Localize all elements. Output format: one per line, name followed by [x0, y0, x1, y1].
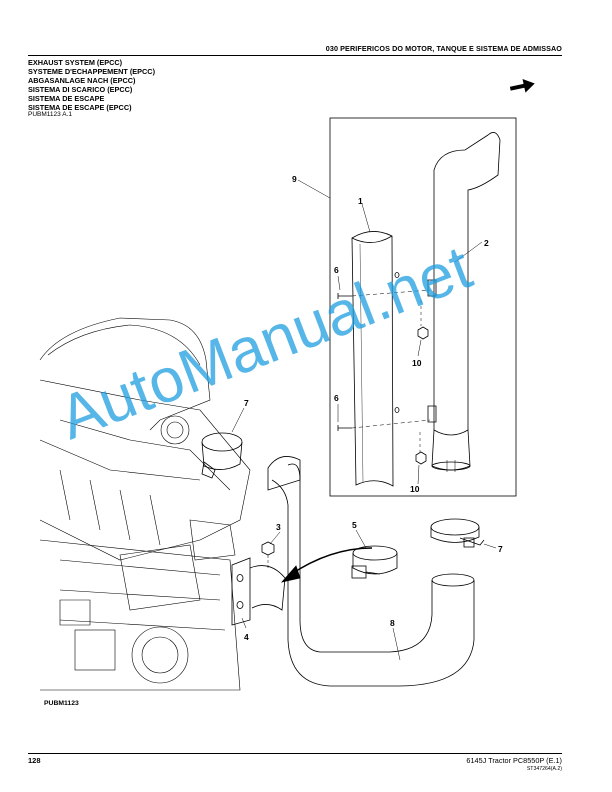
section-title: 030 PERIFERICOS DO MOTOR, TANQUE E SISTE… [325, 44, 562, 53]
clamp-upper-left [201, 432, 243, 479]
leader-lines [231, 179, 497, 661]
callout-5: 5 [352, 520, 357, 530]
title-de: ABGASANLAGE NACH (EPCC) [28, 76, 136, 85]
callout-2: 2 [484, 238, 489, 248]
callout-1: 1 [358, 196, 363, 206]
model-identifier: 6145J Tractor PC8550P (E.1) [466, 756, 562, 765]
footer-rule [28, 753, 562, 754]
heat-shield [351, 231, 400, 487]
fasteners [337, 289, 431, 465]
clamp-lower-right [430, 518, 485, 548]
clamp-5 [351, 545, 398, 579]
watermark: AutoManual.net [50, 233, 480, 453]
callout-7-lower: 7 [498, 544, 503, 554]
engine-silhouette [39, 317, 251, 691]
callout-3: 3 [276, 522, 281, 532]
page-direction-arrow-icon [510, 78, 535, 93]
bracket-assembly [231, 541, 286, 626]
document-code: ST347264(A.2) [526, 766, 562, 772]
elbow-pipe [267, 456, 475, 687]
callout-10-lower: 10 [410, 484, 420, 494]
header-rule [28, 55, 562, 56]
callout-8: 8 [390, 618, 395, 628]
title-block: EXHAUST SYSTEM (EPCC) SYSTEME D'ECHAPPEM… [28, 58, 155, 112]
callout-6-upper: 6 [334, 265, 339, 275]
kit-frame [329, 117, 517, 497]
title-pt: SISTEMA DE ESCAPE (EPCC) [28, 103, 132, 112]
figure-reference: PUBM1123 A.1 [28, 111, 72, 118]
callout-9: 9 [292, 174, 297, 184]
illustration-id: PUBM1123 [44, 700, 79, 707]
arrow-curve [289, 547, 373, 576]
callout-10-upper: 10 [412, 358, 422, 368]
exhaust-stack-pipe [427, 132, 501, 472]
title-en: EXHAUST SYSTEM (EPCC) [28, 58, 123, 67]
title-it: SISTEMA DI SCARICO (EPCC) [28, 85, 133, 94]
title-es: SISTEMA DE ESCAPE [28, 94, 105, 103]
callout-7-upper: 7 [244, 398, 249, 408]
arrow-head-icon [280, 565, 301, 583]
callout-4: 4 [244, 632, 249, 642]
title-fr: SYSTEME D'ECHAPPEMENT (EPCC) [28, 67, 156, 76]
page-number: 128 [28, 756, 41, 765]
callout-6-lower: 6 [334, 393, 339, 403]
